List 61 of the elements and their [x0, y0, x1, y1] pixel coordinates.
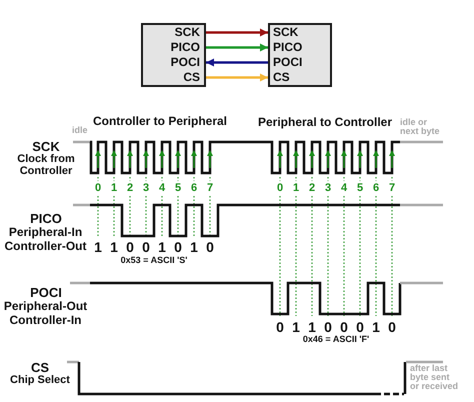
device-box [141, 23, 206, 87]
idle-note: idle [72, 126, 89, 135]
signal-name: CS [30, 360, 50, 375]
bit-index: 1 [292, 182, 300, 194]
idle-note: after last byte sent or received [410, 364, 460, 391]
bit-index: 2 [126, 182, 134, 194]
bit-index: 4 [340, 182, 348, 194]
bit-index: 6 [372, 182, 380, 194]
bit-value: 1 [307, 320, 317, 335]
bit-value: 0 [141, 240, 151, 255]
pin-label: POCI [270, 55, 330, 70]
pin-label: CS [143, 70, 204, 85]
bit-index: 7 [388, 182, 396, 194]
bit-value: 0 [205, 240, 215, 255]
bit-index: 4 [158, 182, 166, 194]
section-heading: Peripheral to Controller [256, 115, 394, 129]
bit-value: 0 [339, 320, 349, 335]
bit-value: 1 [371, 320, 381, 335]
byte-value-note: 0x53 = ASCII 'S' [120, 255, 188, 265]
bit-value: 1 [157, 240, 167, 255]
bit-index: 2 [308, 182, 316, 194]
signal-arrow [206, 44, 268, 52]
byte-value-note: 0x46 = ASCII 'F' [302, 334, 370, 344]
bit-index: 3 [324, 182, 332, 194]
bit-value: 0 [355, 320, 365, 335]
bit-index: 5 [356, 182, 364, 194]
signal-description: Clock from Controller [16, 153, 76, 177]
bit-index: 0 [276, 182, 284, 194]
bit-index: 3 [142, 182, 150, 194]
signal-arrow [206, 74, 268, 82]
signal-arrow [206, 58, 268, 66]
signal-name: POCI [29, 285, 63, 300]
bit-index: 0 [94, 182, 102, 194]
pin-label: SCK [143, 25, 204, 40]
bit-value: 0 [275, 320, 285, 335]
bit-value: 1 [189, 240, 199, 255]
signal-arrow [206, 28, 268, 36]
device-box [268, 23, 332, 87]
signal-name: SCK [31, 139, 61, 154]
pin-label: PICO [270, 40, 330, 55]
bit-value: 0 [173, 240, 183, 255]
pin-label: CS [270, 70, 330, 85]
signal-description: Peripheral-In Controller-Out [4, 225, 88, 253]
signal-description: Peripheral-Out Controller-In [2, 299, 88, 327]
idle-note: idle or next byte [400, 118, 441, 136]
bit-index: 7 [206, 182, 214, 194]
bit-value: 0 [387, 320, 397, 335]
signal-name: PICO [29, 211, 63, 226]
bit-index: 6 [190, 182, 198, 194]
bit-value: 1 [93, 240, 103, 255]
bit-value: 0 [125, 240, 135, 255]
pin-label: SCK [270, 25, 330, 40]
pin-label: PICO [143, 40, 204, 55]
section-heading: Controller to Peripheral [92, 114, 228, 128]
bit-index: 5 [174, 182, 182, 194]
signal-description: Chip Select [9, 374, 71, 386]
pin-label: POCI [143, 55, 204, 70]
bit-value: 0 [323, 320, 333, 335]
bit-value: 1 [291, 320, 301, 335]
bit-index: 1 [110, 182, 118, 194]
bit-value: 1 [109, 240, 119, 255]
